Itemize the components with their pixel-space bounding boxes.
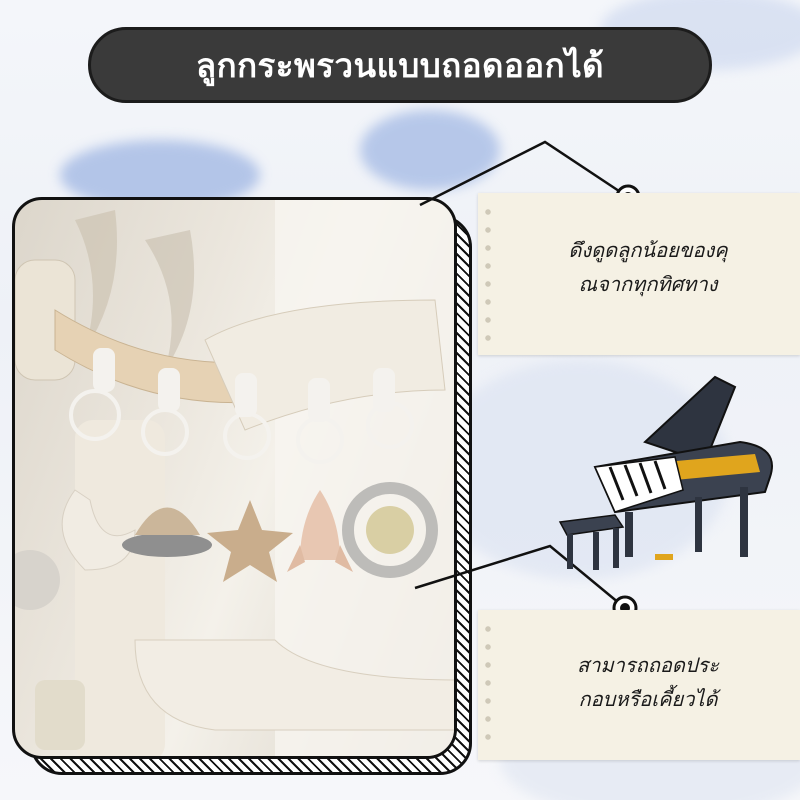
callout-text-bottom: สามารถถอดประ กอบหรือเคี้ยวได้	[508, 648, 788, 716]
cloud	[360, 110, 500, 190]
callout-note-bottom: สามารถถอดประ กอบหรือเคี้ยวได้	[478, 610, 800, 760]
baby-gym-hanging-toys-image	[15, 200, 454, 756]
title-text: ลูกกระพรวนแบบถอดออกได้	[195, 45, 605, 85]
title-banner: ลูกกระพรวนแบบถอดออกได้	[88, 27, 712, 103]
grand-piano-icon	[558, 375, 773, 570]
callout-text-line: กอบหรือเคี้ยวได้	[578, 687, 718, 711]
toy-photo	[12, 197, 457, 759]
callout-text-line: ณจากทุกทิศทาง	[578, 272, 718, 296]
callout-text-top: ดึงดูดลูกน้อยของคุ ณจากทุกทิศทาง	[508, 233, 788, 301]
callout-text-line: สามารถถอดประ	[577, 653, 719, 677]
callout-note-top: ดึงดูดลูกน้อยของคุ ณจากทุกทิศทาง	[478, 193, 800, 355]
callout-text-line: ดึงดูดลูกน้อยของคุ	[568, 238, 728, 262]
